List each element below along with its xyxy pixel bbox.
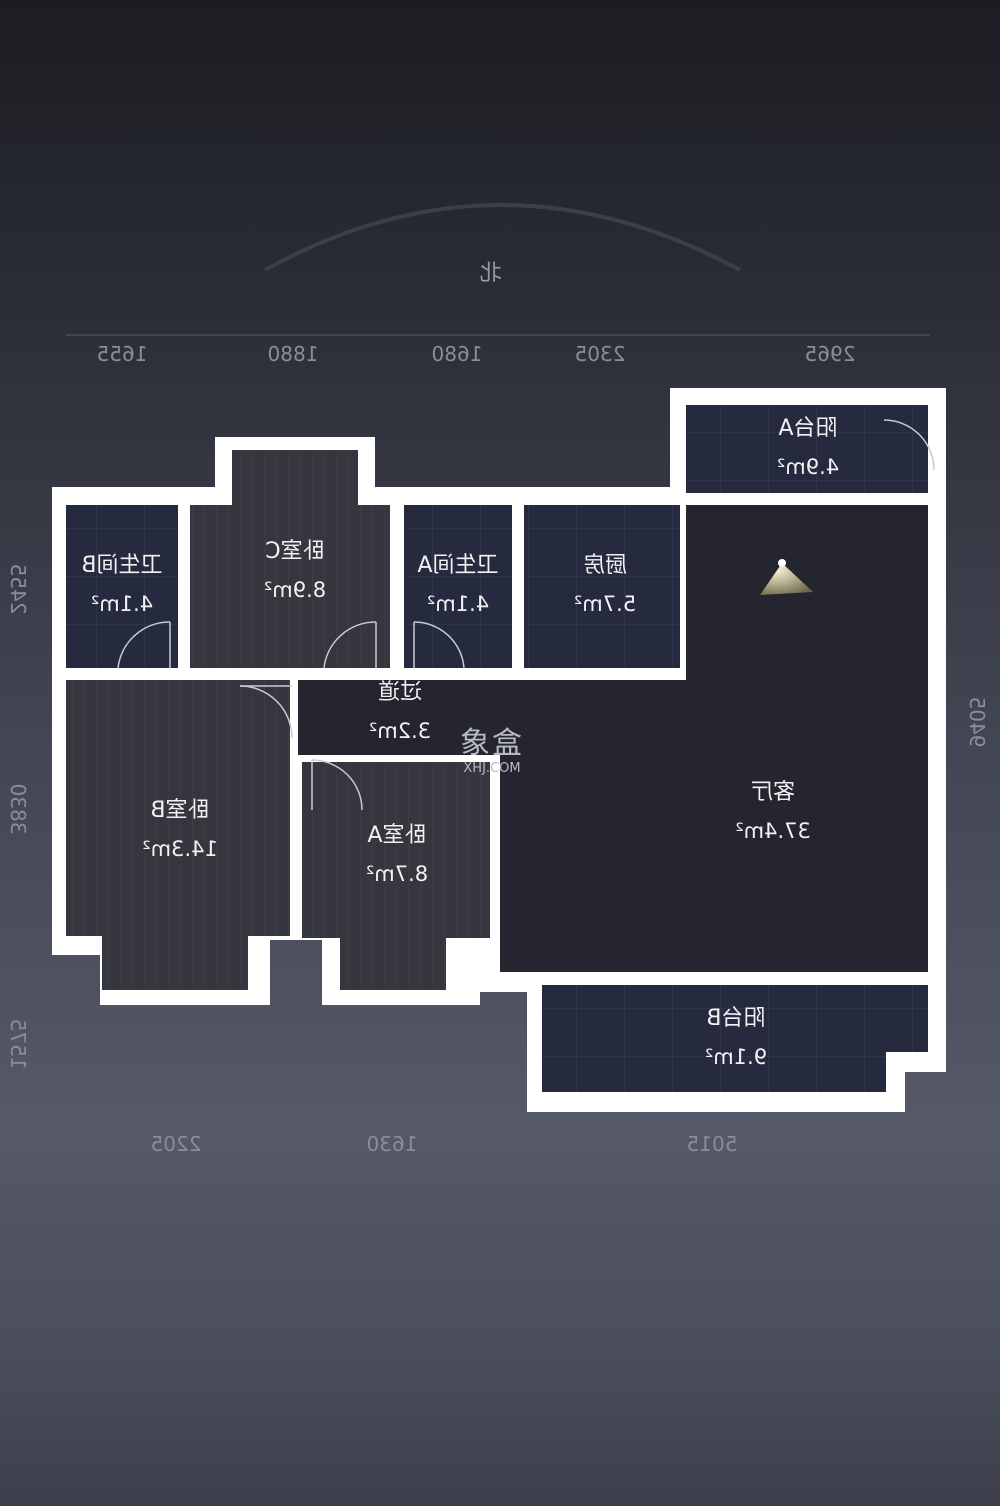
balcony-b-floor [542, 985, 928, 1092]
room-living-room[interactable]: 客厅 37.4m² [708, 774, 838, 850]
room-area: 3.2m² [368, 719, 432, 743]
dim-left-2: 3830 [6, 783, 30, 835]
door-arcs [117, 419, 935, 811]
room-name: 厨房 [583, 553, 628, 578]
room-name: 卫生间A [417, 553, 499, 578]
room-area: 37.4m² [735, 819, 811, 843]
bathroom-a-floor [404, 505, 512, 668]
room-bathroom-a[interactable]: 卫生间A 4.1m² [398, 547, 518, 623]
room-bedroom-c[interactable]: 卧室C 8.9m² [230, 533, 360, 609]
dim-bottom-1: 2205 [150, 1132, 202, 1156]
room-area: 8.7m² [365, 862, 429, 886]
kitchen-floor [524, 505, 680, 668]
dim-top-5: 2965 [804, 342, 856, 366]
room-name: 卧室C [265, 539, 325, 564]
room-area: 4.1m² [90, 592, 154, 616]
room-area: 5.7m² [573, 592, 637, 616]
dim-top-4: 2305 [574, 342, 626, 366]
room-balcony-b[interactable]: 阳台B 9.1m² [676, 1000, 796, 1076]
room-area: 4.1m² [426, 592, 490, 616]
bedroom-b-bay [102, 930, 248, 990]
bathroom-b-floor [66, 505, 178, 668]
dimension-lines [66, 334, 930, 1166]
room-balcony-a[interactable]: 阳台A 4.9m² [748, 410, 868, 486]
camera-view-cone-icon [760, 563, 813, 595]
dim-left-1: 2455 [6, 563, 30, 615]
room-name: 卧室A [367, 823, 427, 848]
room-kitchen[interactable]: 厨房 5.7m² [545, 547, 665, 623]
room-corridor[interactable]: 过道 3.2m² [335, 674, 465, 750]
room-name: 阳台A [778, 416, 838, 441]
dim-left-3: 1575 [6, 1018, 30, 1070]
room-name: 阳台B [706, 1006, 766, 1031]
room-bathroom-b[interactable]: 卫生间B 4.1m² [62, 547, 182, 623]
dim-bottom-3: 5015 [686, 1132, 738, 1156]
dim-top-1: 1655 [96, 342, 148, 366]
room-area: 4.9m² [776, 455, 840, 479]
watermark-cn: 象盒 [460, 726, 524, 761]
compass-north-label: 北 [480, 261, 503, 286]
dim-top-3: 1680 [431, 342, 483, 366]
camera-position-icon [778, 559, 786, 567]
bedroom-a-bay [340, 930, 446, 990]
dim-bottom-2: 1630 [366, 1132, 418, 1156]
room-name: 卧室B [150, 798, 210, 823]
bedroom-b-floor [66, 680, 290, 936]
room-bedroom-a[interactable]: 卧室A 8.7m² [332, 817, 462, 893]
room-bedroom-b[interactable]: 卧室B 14.3m² [115, 792, 245, 868]
bedroom-a-floor [302, 762, 490, 938]
room-area: 14.3m² [142, 837, 218, 861]
watermark-en: XHJ.COM [463, 761, 521, 776]
bedroom-c-bay [232, 450, 358, 510]
room-name: 过道 [378, 680, 423, 705]
watermark-logo: 象盒 XHJ.COM [460, 726, 524, 777]
dim-top-2: 1880 [267, 342, 319, 366]
dim-right-1: 9405 [965, 696, 989, 748]
room-area: 9.1m² [704, 1045, 768, 1069]
living-room-floor [298, 505, 928, 972]
room-name: 卫生间B [81, 553, 163, 578]
room-area: 8.9m² [263, 578, 327, 602]
room-name: 客厅 [751, 780, 796, 805]
bedroom-c-floor [190, 505, 390, 668]
compass-arc [264, 203, 741, 272]
